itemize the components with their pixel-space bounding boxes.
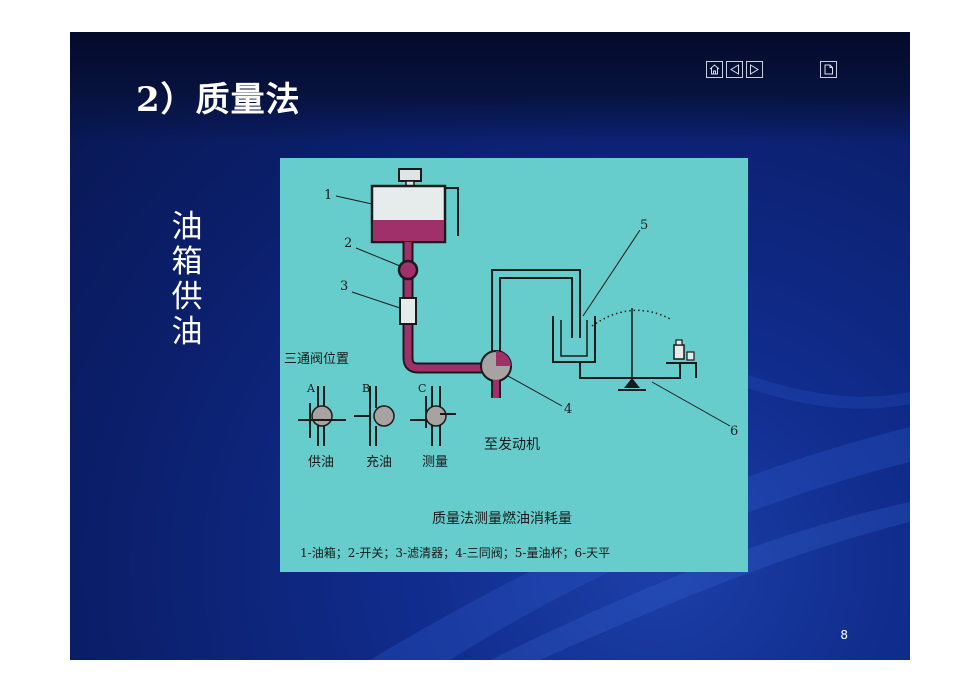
slide-title: 2）质量法 — [136, 80, 301, 120]
side-caption: 油箱供油 — [171, 209, 203, 350]
next-button[interactable] — [746, 61, 763, 78]
label-6: 6 — [730, 424, 739, 439]
cup-supply-pipe — [491, 269, 581, 352]
label-3: 3 — [340, 279, 349, 294]
fuel-switch — [397, 259, 419, 281]
previous-button[interactable] — [726, 61, 743, 78]
previous-icon — [730, 64, 739, 75]
valve-positions-label: 三通阀位置 — [284, 352, 350, 367]
slide-header-band — [70, 32, 910, 142]
document-button[interactable] — [820, 61, 837, 78]
balance-scale — [591, 309, 673, 327]
valve-a-label: A — [307, 382, 315, 395]
valve-position-a — [298, 386, 346, 446]
label-4: 4 — [564, 402, 573, 417]
valve-position-b — [354, 386, 395, 446]
nav-group-end — [820, 61, 840, 81]
apparatus-diagram — [298, 168, 731, 446]
home-button[interactable] — [706, 61, 723, 78]
valve-c-label: C — [418, 382, 427, 395]
fuel-measurement-figure: 1 2 3 4 5 6 三通阀位置 A B C 供油 充油 测量 至发动机 质量… — [280, 158, 748, 572]
fuel-filter — [399, 297, 417, 325]
label-5: 5 — [640, 218, 649, 233]
document-icon — [824, 64, 833, 75]
balance-arm — [579, 362, 681, 379]
fill-label: 充油 — [366, 455, 393, 470]
to-engine-label: 至发动机 — [484, 437, 540, 453]
weight-large — [673, 344, 685, 360]
tank-fuel — [373, 220, 444, 241]
figure-caption: 质量法测量燃油消耗量 — [432, 511, 572, 527]
next-icon — [750, 64, 759, 75]
nav-group — [706, 61, 766, 81]
label-1: 1 — [324, 188, 333, 203]
valve-position-c — [410, 386, 456, 446]
supply-label: 供油 — [308, 455, 335, 470]
page-number: 8 — [840, 628, 848, 642]
measuring-cup — [552, 316, 596, 363]
slide: 2）质量法 油箱供油 — [70, 32, 910, 660]
tank-cap — [398, 168, 422, 182]
fuel-pipe-outline — [402, 242, 485, 374]
figure-legend: 1-油箱；2-开关；3-滤清器；4-三同阀；5-量油杯；6-天平 — [300, 546, 611, 560]
home-icon — [709, 64, 720, 75]
measure-label: 测量 — [422, 455, 449, 470]
weight-small — [686, 351, 695, 361]
valve-b-label: B — [362, 382, 371, 395]
label-2: 2 — [344, 236, 353, 251]
fuel-pipe — [404, 242, 485, 372]
